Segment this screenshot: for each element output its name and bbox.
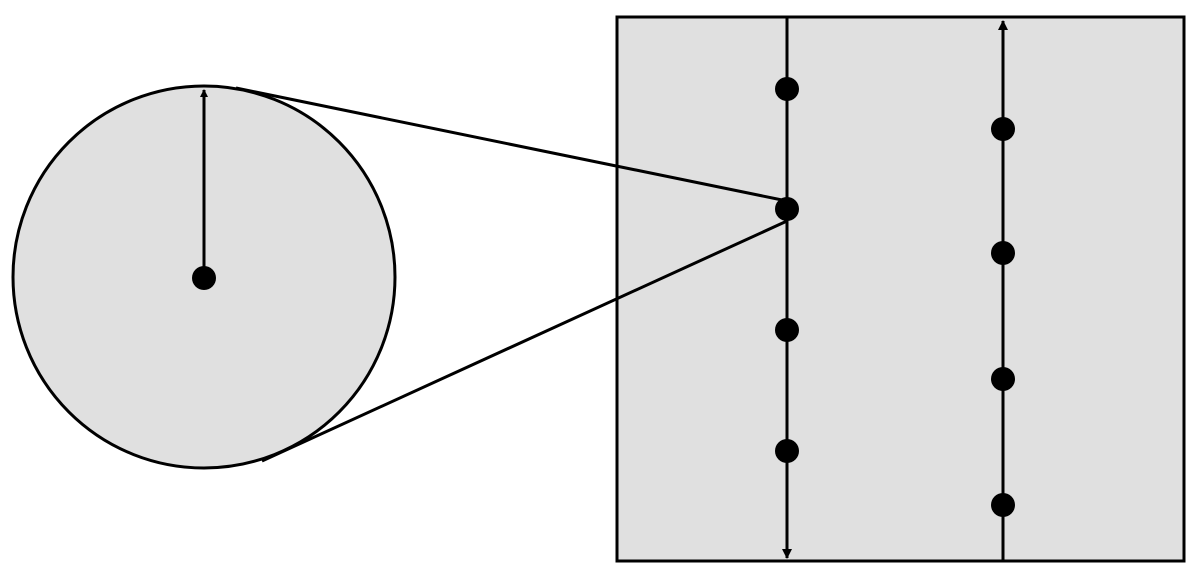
circle-center-dot <box>192 266 216 290</box>
column-right-dot <box>991 117 1015 141</box>
zoom-connector-top <box>235 86 788 203</box>
column-right-dot <box>991 493 1015 517</box>
column-left-dot <box>775 77 799 101</box>
magnified-region <box>615 15 1186 563</box>
column-left-dot <box>775 439 799 463</box>
column-right-dot <box>991 241 1015 265</box>
zoom-connector-bottom <box>261 219 788 463</box>
column-left-dot <box>775 318 799 342</box>
column-left-dot-magnified <box>775 197 799 221</box>
column-right-dot <box>991 367 1015 391</box>
